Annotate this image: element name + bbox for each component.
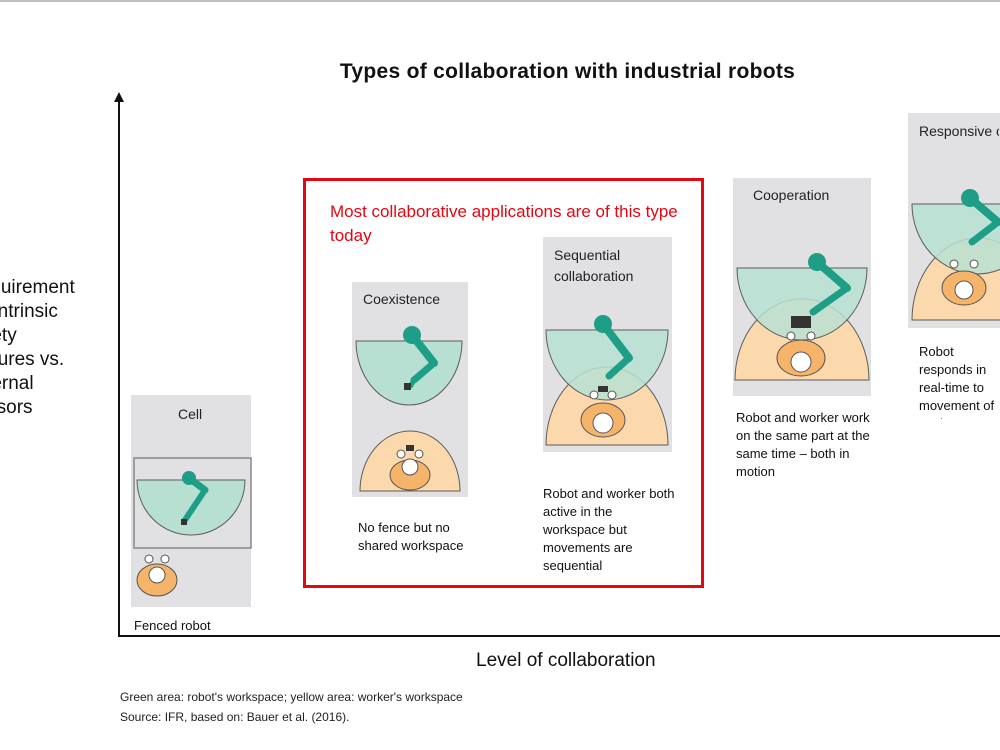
worker-icon (136, 554, 178, 597)
robot-arm-icon (791, 253, 851, 328)
stage-title-cell: Cell (178, 406, 203, 422)
fence (133, 457, 252, 549)
worker-icon (941, 259, 987, 306)
highlight-note: Most collaborative applications are of t… (330, 202, 678, 245)
sequential-illustration (545, 315, 669, 446)
y-axis-arrow-icon (114, 92, 124, 102)
stage-caption-coexistence: No fence but no shared workspace (358, 520, 464, 553)
stage-title-cooperation: Cooperation (753, 187, 830, 203)
y-axis-label-line: features vs. (0, 349, 65, 370)
stage-caption-cell: Fenced robot (134, 618, 211, 633)
robot-arm-icon (961, 189, 1000, 246)
y-axis-label: Requirement for intrinsic safety feature… (0, 276, 106, 420)
y-axis-label-line: Requirement (0, 277, 75, 298)
y-axis-label-line: for intrinsic (0, 301, 58, 322)
robot-arm-icon (594, 315, 633, 380)
x-axis-label: Level of collaboration (476, 650, 656, 671)
footnote-legend: Green area: robot's workspace; yellow ar… (120, 690, 463, 704)
y-axis-label-line: sensors (0, 397, 33, 418)
robot-workspace (911, 203, 1000, 275)
stage-title-responsive: Responsive collaboration (919, 123, 999, 139)
coexistence-illustration (355, 326, 463, 492)
cooperation-illustration (734, 253, 870, 381)
stage-caption-sequential: Robot and worker both active in the work… (543, 486, 675, 573)
x-axis (118, 635, 1000, 637)
responsive-illustration (911, 189, 1000, 321)
worker-icon (389, 445, 431, 491)
y-axis (118, 100, 120, 637)
y-axis-label-line: safety (0, 325, 17, 346)
footnote-source: Source: IFR, based on: Bauer et al. (201… (120, 710, 350, 724)
stage-title-coexistence: Coexistence (363, 291, 441, 307)
top-border (0, 0, 1000, 2)
diagram-title: Types of collaboration with industrial r… (339, 60, 796, 83)
stage-caption-responsive: Robot responds in real-time to movement … (919, 344, 995, 419)
robot-workspace (355, 340, 463, 406)
cell-illustration (133, 457, 252, 597)
y-axis-label-line: external (0, 373, 34, 394)
stage-title-sequential: Sequential collaboration (554, 247, 634, 284)
worker-icon (776, 331, 826, 377)
worker-icon (580, 386, 626, 438)
robot-workspace (545, 329, 669, 401)
highlight-box (303, 178, 704, 588)
robot-arm-icon (181, 471, 209, 525)
stage-caption-cooperation: Robot and worker work on the same part a… (736, 410, 870, 479)
robot-arm-icon (403, 326, 438, 390)
